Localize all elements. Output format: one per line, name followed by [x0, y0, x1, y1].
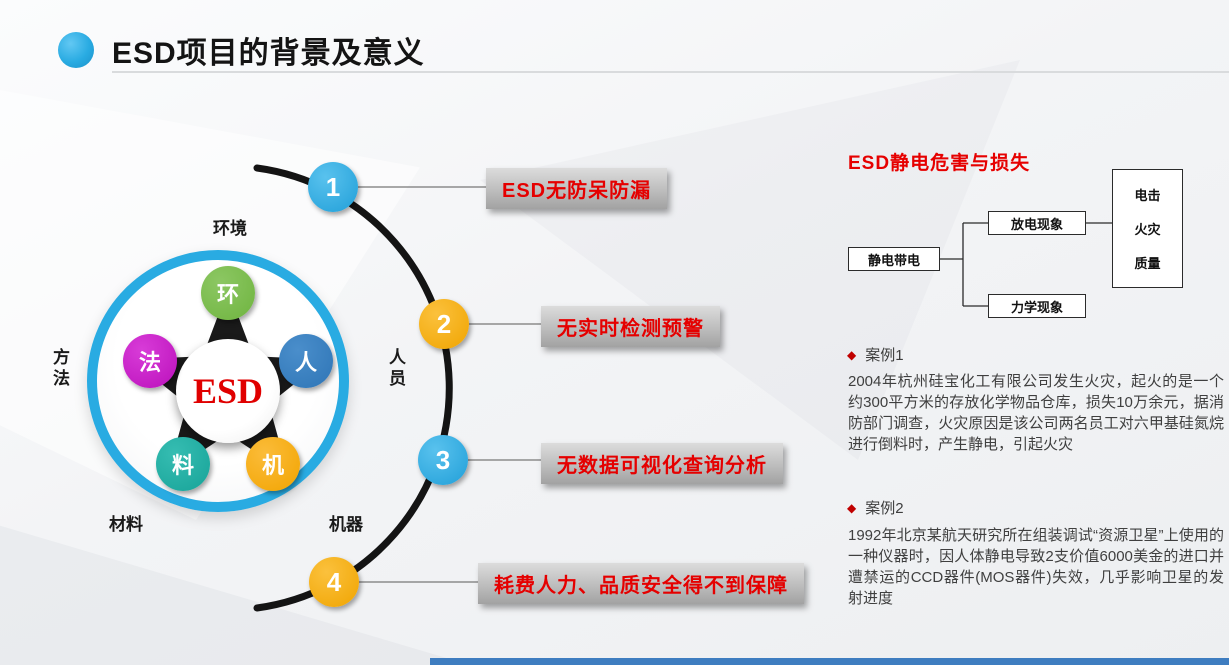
arc-marker-3: 3: [418, 435, 468, 485]
title-bullet-icon: [58, 32, 94, 68]
issue-ribbon-3: 无数据可视化查询分析: [541, 443, 783, 484]
node-machine: 机: [246, 437, 300, 491]
flow-box-root: 静电带电: [848, 247, 940, 271]
issue-ribbon-1: ESD无防呆防漏: [486, 168, 668, 209]
case-1-heading-label: 案例1: [865, 347, 904, 364]
page-header: ESD项目的背景及意义: [58, 28, 425, 72]
arc-marker-4: 4: [309, 557, 359, 607]
background-polygon: [0, 525, 470, 665]
arc-marker-1: 1: [308, 162, 358, 212]
flow-box-outcomes: 电击 火灾 质量: [1112, 169, 1183, 288]
case-2-heading: ◆ 案例2: [847, 497, 904, 518]
issue-ribbon-2: 无实时检测预警: [541, 306, 720, 347]
bottom-accent-bar: [430, 658, 1229, 665]
title-divider: [112, 71, 1229, 73]
outer-label-person: 人员: [386, 348, 405, 390]
outcome-electric-shock: 电击: [1134, 188, 1161, 203]
node-environment: 环: [201, 266, 255, 320]
arc-marker-2: 2: [419, 299, 469, 349]
case-1-text: 2004年杭州硅宝化工有限公司发生火灾，起火的是一个约300平方米的存放化学物品…: [848, 373, 1224, 453]
flow-box-discharge: 放电现象: [988, 211, 1086, 235]
outcome-fire: 火灾: [1134, 222, 1161, 237]
node-person: 人: [279, 334, 333, 388]
case-2-text: 1992年北京某航天研究所在组装调试“资源卫星”上使用的一种仪器时，因人体静电导…: [848, 527, 1224, 607]
diamond-bullet-icon: ◆: [847, 500, 857, 515]
hazard-panel-title: ESD静电危害与损失: [848, 153, 1031, 174]
flow-box-mechanical: 力学现象: [988, 294, 1086, 318]
outcome-quality: 质量: [1134, 256, 1161, 271]
outer-label-method: 方法: [50, 348, 69, 390]
case-1-heading: ◆ 案例1: [847, 344, 904, 365]
outer-label-material: 材料: [109, 515, 143, 534]
node-material: 料: [156, 437, 210, 491]
outer-label-environment: 环境: [213, 219, 247, 238]
outer-label-machine: 机器: [329, 515, 363, 534]
esd-center-label: ESD: [176, 339, 280, 443]
page-title: ESD项目的背景及意义: [112, 37, 425, 70]
issue-ribbon-4: 耗费人力、品质安全得不到保障: [478, 563, 804, 604]
case-2-heading-label: 案例2: [865, 500, 904, 517]
diamond-bullet-icon: ◆: [847, 347, 857, 362]
node-method: 法: [123, 334, 177, 388]
